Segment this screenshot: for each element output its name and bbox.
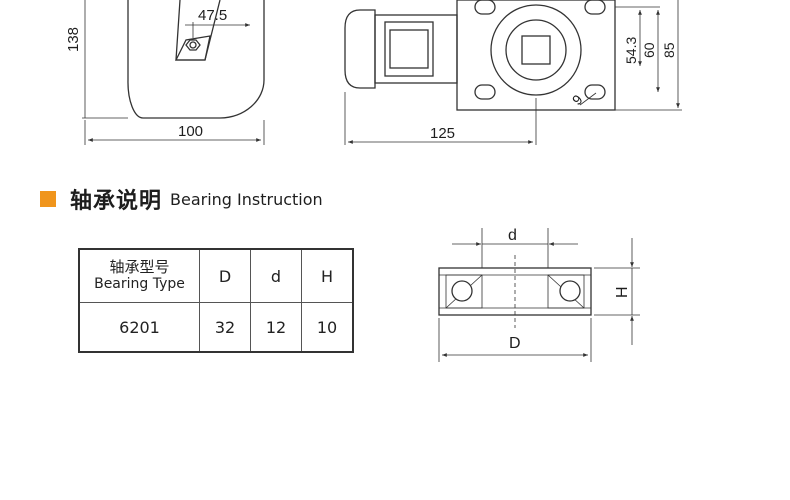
bearing-table: 轴承型号 Bearing Type D d H 6201 32 12 10 — [78, 248, 354, 353]
table-header-row: 轴承型号 Bearing Type D d H — [78, 248, 354, 303]
header-cn: 轴承型号 — [109, 258, 170, 276]
dim-width-label: 125 — [430, 125, 455, 142]
wheel-side-view — [82, 0, 265, 145]
cell-H: 10 — [301, 302, 354, 353]
mounting-plate — [456, 0, 616, 111]
section-title-cn: 轴承说明 — [70, 189, 163, 214]
bearing-d-label: d — [508, 227, 517, 244]
dim-85-label: 85 — [661, 42, 677, 58]
handle-grip — [344, 9, 376, 89]
header-en: Bearing Type — [94, 276, 185, 292]
section-heading: 轴承说明 Bearing Instruction — [40, 184, 323, 214]
section-marker — [40, 191, 56, 207]
bolt-hole-bottom-left — [474, 84, 496, 100]
header-d: d — [250, 248, 302, 303]
section-title-en: Bearing Instruction — [170, 189, 323, 209]
bearing-cross-section — [438, 228, 640, 362]
bearing-H-label: H — [614, 286, 631, 298]
cell-D: 32 — [199, 302, 251, 353]
ball-left — [451, 280, 473, 302]
header-D: D — [199, 248, 251, 303]
cell-d: 12 — [250, 302, 302, 353]
plate-top-view — [344, 0, 682, 145]
axle-nut — [185, 39, 201, 51]
dim-height-label: 138 — [65, 27, 82, 52]
bearing-housing — [490, 4, 582, 96]
bolt-hole-top-left — [474, 0, 496, 15]
bearing-D-label: D — [509, 335, 521, 352]
dim-offset-label: 47.5 — [198, 7, 227, 24]
wheel-outline — [127, 0, 265, 119]
table-row: 6201 32 12 10 — [78, 302, 354, 353]
fork-bracket — [174, 35, 211, 61]
dim-543-label: 54.3 — [623, 37, 639, 64]
bolt-hole-bottom-right — [584, 84, 606, 100]
dim-wheel-label: 100 — [178, 123, 203, 140]
handle-sleeve — [374, 14, 458, 84]
dim-hole-label: 9 — [569, 91, 586, 108]
ball-right — [559, 280, 581, 302]
dim-60-label: 60 — [641, 42, 657, 58]
header-bearing-type: 轴承型号 Bearing Type — [78, 248, 200, 303]
cell-type: 6201 — [78, 302, 200, 353]
bolt-hole-top-right — [584, 0, 606, 15]
header-H: H — [301, 248, 354, 303]
